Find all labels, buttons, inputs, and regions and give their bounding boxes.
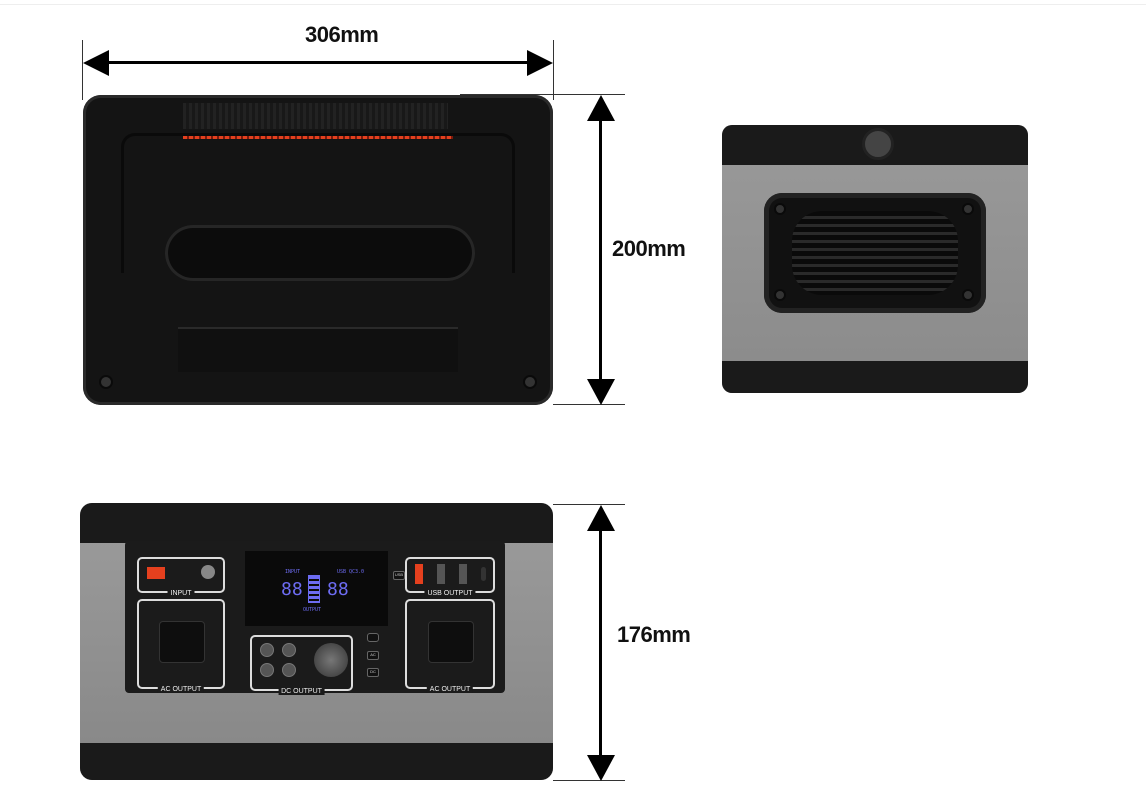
arrowhead-right-icon [527, 50, 553, 76]
handle-knob [862, 128, 894, 160]
extension-line [553, 40, 554, 100]
arrowhead-up-icon [587, 505, 615, 531]
dc-output-section: DC OUTPUT [250, 635, 353, 695]
lcd-usb: USB [337, 569, 347, 575]
dc-port [282, 643, 296, 657]
width-label: 306mm [305, 22, 379, 47]
width-arrow [90, 61, 546, 64]
dc-port [282, 663, 296, 677]
usb-qc-port [415, 564, 423, 584]
usb-output-section: USB OUTPUT [405, 557, 495, 597]
usb-output-label: USB OUTPUT [424, 590, 476, 597]
extension-line [553, 504, 625, 505]
product-side-view [722, 125, 1028, 393]
base [722, 361, 1028, 393]
usb-port [459, 564, 467, 584]
base [80, 743, 553, 780]
dc-button[interactable]: DC [367, 668, 379, 677]
lcd-qc: QC3.0 [349, 569, 365, 575]
usb-port [437, 564, 445, 584]
vent-slots [792, 211, 958, 295]
ac-socket [428, 621, 474, 663]
ac-socket [159, 621, 205, 663]
usb-c-port [481, 567, 486, 581]
speaker-grill [764, 193, 986, 313]
ac-output-label: AC OUTPUT [157, 686, 205, 693]
battery-icon [308, 575, 320, 603]
lcd-display: INPUT USB QC3.0 88 88 OUTPUT [245, 551, 388, 626]
ac-output-right: AC OUTPUT [405, 599, 495, 693]
control-panel: INPUT AC OUTPUT INPUT USB QC3.0 88 88 OU… [125, 541, 505, 695]
dc-port [260, 663, 274, 677]
rib-texture [183, 103, 448, 129]
lcd-input: INPUT [285, 569, 301, 575]
bottom-panel [178, 327, 458, 372]
screw-icon [99, 375, 113, 389]
screw-icon [962, 203, 974, 215]
ac-output-label: AC OUTPUT [426, 686, 474, 693]
product-top-view [83, 95, 553, 405]
screw-icon [774, 203, 786, 215]
carry-handle [121, 133, 515, 273]
lcd-digits-left: 88 [281, 579, 303, 600]
lcd-output: OUTPUT [303, 607, 322, 613]
input-port [147, 567, 165, 579]
height-arrow [599, 520, 602, 765]
top-divider [0, 4, 1146, 5]
arrowhead-down-icon [587, 379, 615, 405]
fuse-icon [201, 565, 215, 579]
extension-line [82, 40, 83, 100]
arrowhead-left-icon [83, 50, 109, 76]
ac-button[interactable]: AC [367, 651, 379, 660]
dc-port [260, 643, 274, 657]
depth-label: 200mm [612, 236, 686, 261]
product-front-view: INPUT AC OUTPUT INPUT USB QC3.0 88 88 OU… [80, 503, 553, 780]
screw-icon [523, 375, 537, 389]
input-section: INPUT [137, 557, 225, 597]
lcd-digits-right: 88 [327, 579, 349, 600]
red-handle-strip [183, 133, 453, 139]
screw-icon [774, 289, 786, 301]
extension-line [460, 94, 625, 95]
arrowhead-down-icon [587, 755, 615, 781]
ac-output-left: AC OUTPUT [137, 599, 225, 693]
handle-slot [165, 225, 475, 281]
depth-arrow [599, 110, 602, 390]
screw-icon [962, 289, 974, 301]
cigarette-socket [314, 643, 348, 677]
power-button[interactable] [367, 633, 379, 642]
arrowhead-up-icon [587, 95, 615, 121]
usb-button[interactable]: USB [393, 571, 405, 580]
height-label: 176mm [617, 622, 691, 647]
input-label: INPUT [167, 590, 195, 597]
top-cap [80, 503, 553, 543]
dc-output-label: DC OUTPUT [278, 688, 325, 695]
